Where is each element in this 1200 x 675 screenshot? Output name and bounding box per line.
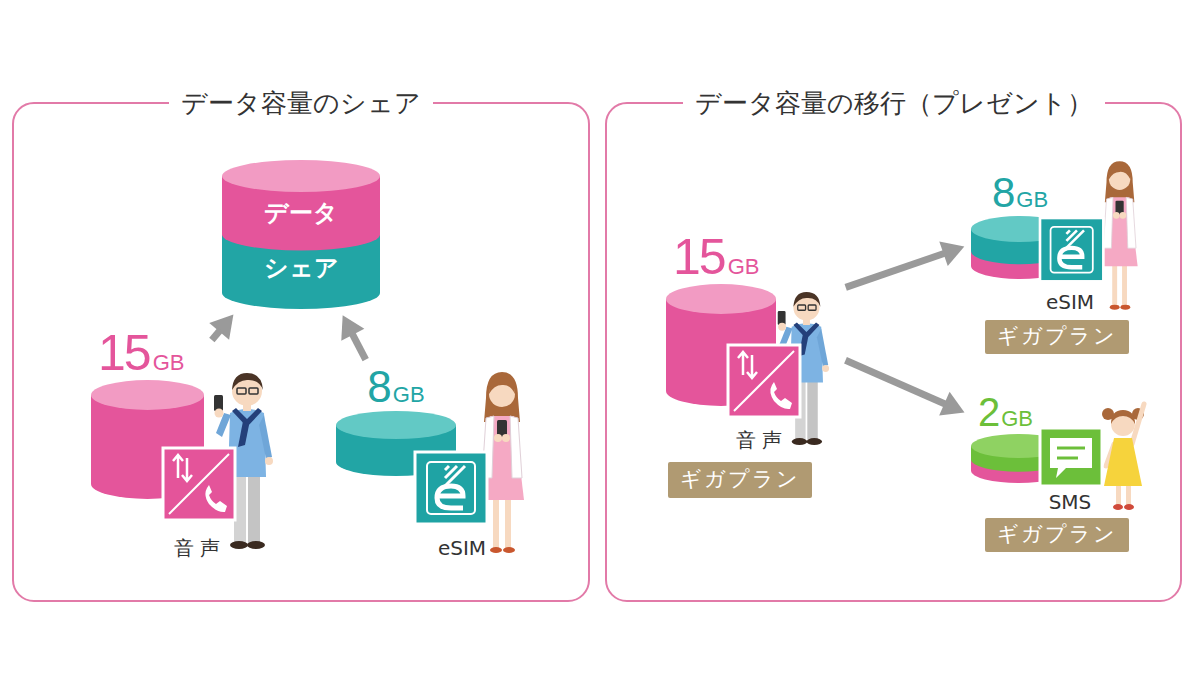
capacity-text: 15GB xyxy=(665,232,777,282)
cylinder-top xyxy=(91,380,204,410)
data-cylinder: 8GB xyxy=(970,172,1078,280)
woman-figure xyxy=(480,372,524,553)
capacity-number: 8 xyxy=(367,365,389,409)
plan-tag: ギガプラン xyxy=(985,320,1129,354)
icon-caption: 音声 xyxy=(736,428,788,452)
cylinder-shape xyxy=(335,365,460,477)
capacity-text: 2GB xyxy=(970,392,1068,432)
cylinder-shape xyxy=(222,160,380,310)
woman-figure xyxy=(1102,161,1138,309)
flow-arrow xyxy=(341,315,365,359)
girl-figure xyxy=(1102,404,1144,510)
capacity-unit: GB xyxy=(393,384,425,406)
share-text: シェア xyxy=(264,255,339,281)
arrow-head xyxy=(209,315,233,340)
data-cylinder: 8GB xyxy=(335,365,460,477)
arrow-shaft xyxy=(845,360,946,404)
icon-caption: SMS xyxy=(1049,490,1092,514)
flow-arrow xyxy=(845,360,964,415)
cylinder-top xyxy=(666,284,776,314)
capacity-unit: GB xyxy=(153,352,185,374)
capacity-text: 15GB xyxy=(90,328,205,378)
share-text: データ xyxy=(264,200,338,226)
plan-tag: ギガプラン xyxy=(985,518,1129,552)
man-figure xyxy=(778,292,829,445)
panel-heading: データ容量の移行（プレゼント） xyxy=(683,86,1105,120)
capacity-unit: GB xyxy=(728,256,760,278)
capacity-text: 8GB xyxy=(970,172,1070,214)
data-cylinder: 15GB xyxy=(90,328,208,500)
data-cylinder: 15GB xyxy=(665,232,840,407)
sms-icon xyxy=(1040,428,1102,486)
group-panel: データ容量のシェアデータシェア15GB8GB xyxy=(12,102,590,602)
panel-heading: データ容量のシェア xyxy=(169,86,433,120)
capacity-text: 8GB xyxy=(335,365,457,409)
arrow-shaft xyxy=(846,253,946,287)
capacity-number: 15 xyxy=(673,232,725,282)
capacity-unit: GB xyxy=(1016,189,1048,211)
capacity-number: 2 xyxy=(978,392,998,432)
cylinder-top xyxy=(336,411,456,439)
data-cylinder: データシェア xyxy=(222,160,380,310)
cylinder-top xyxy=(222,160,380,192)
flow-arrow xyxy=(209,315,233,340)
icon-caption: 音声 xyxy=(174,536,226,560)
esim-icon xyxy=(415,452,487,524)
voice-icon xyxy=(163,448,235,520)
cylinder-top xyxy=(971,216,1069,242)
icon-caption: eSIM xyxy=(438,536,486,560)
plan-name: ギガプラン xyxy=(997,522,1117,547)
cylinder-top xyxy=(971,434,1067,458)
capacity-number: 15 xyxy=(98,328,150,378)
voice-icon xyxy=(728,345,800,417)
icon-caption: eSIM xyxy=(1046,290,1094,314)
capacity-unit: GB xyxy=(1001,408,1033,430)
group-panel: データ容量の移行（プレゼント）15GBギガプラン8GBギガプラン2GBギガプラン xyxy=(605,102,1182,602)
plan-name: ギガプラン xyxy=(997,324,1117,349)
cylinder-band xyxy=(666,299,776,406)
arrow-shaft xyxy=(352,333,366,360)
esim-icon xyxy=(1040,218,1103,281)
data-cylinder: 2GB xyxy=(970,392,1075,484)
plan-tag: ギガプラン xyxy=(668,462,812,498)
plan-name: ギガプラン xyxy=(680,467,800,492)
flow-arrow xyxy=(846,241,965,287)
cylinder-band xyxy=(91,395,204,499)
man-figure xyxy=(214,373,273,549)
arrow-shaft xyxy=(212,330,221,340)
capacity-number: 8 xyxy=(992,172,1013,214)
